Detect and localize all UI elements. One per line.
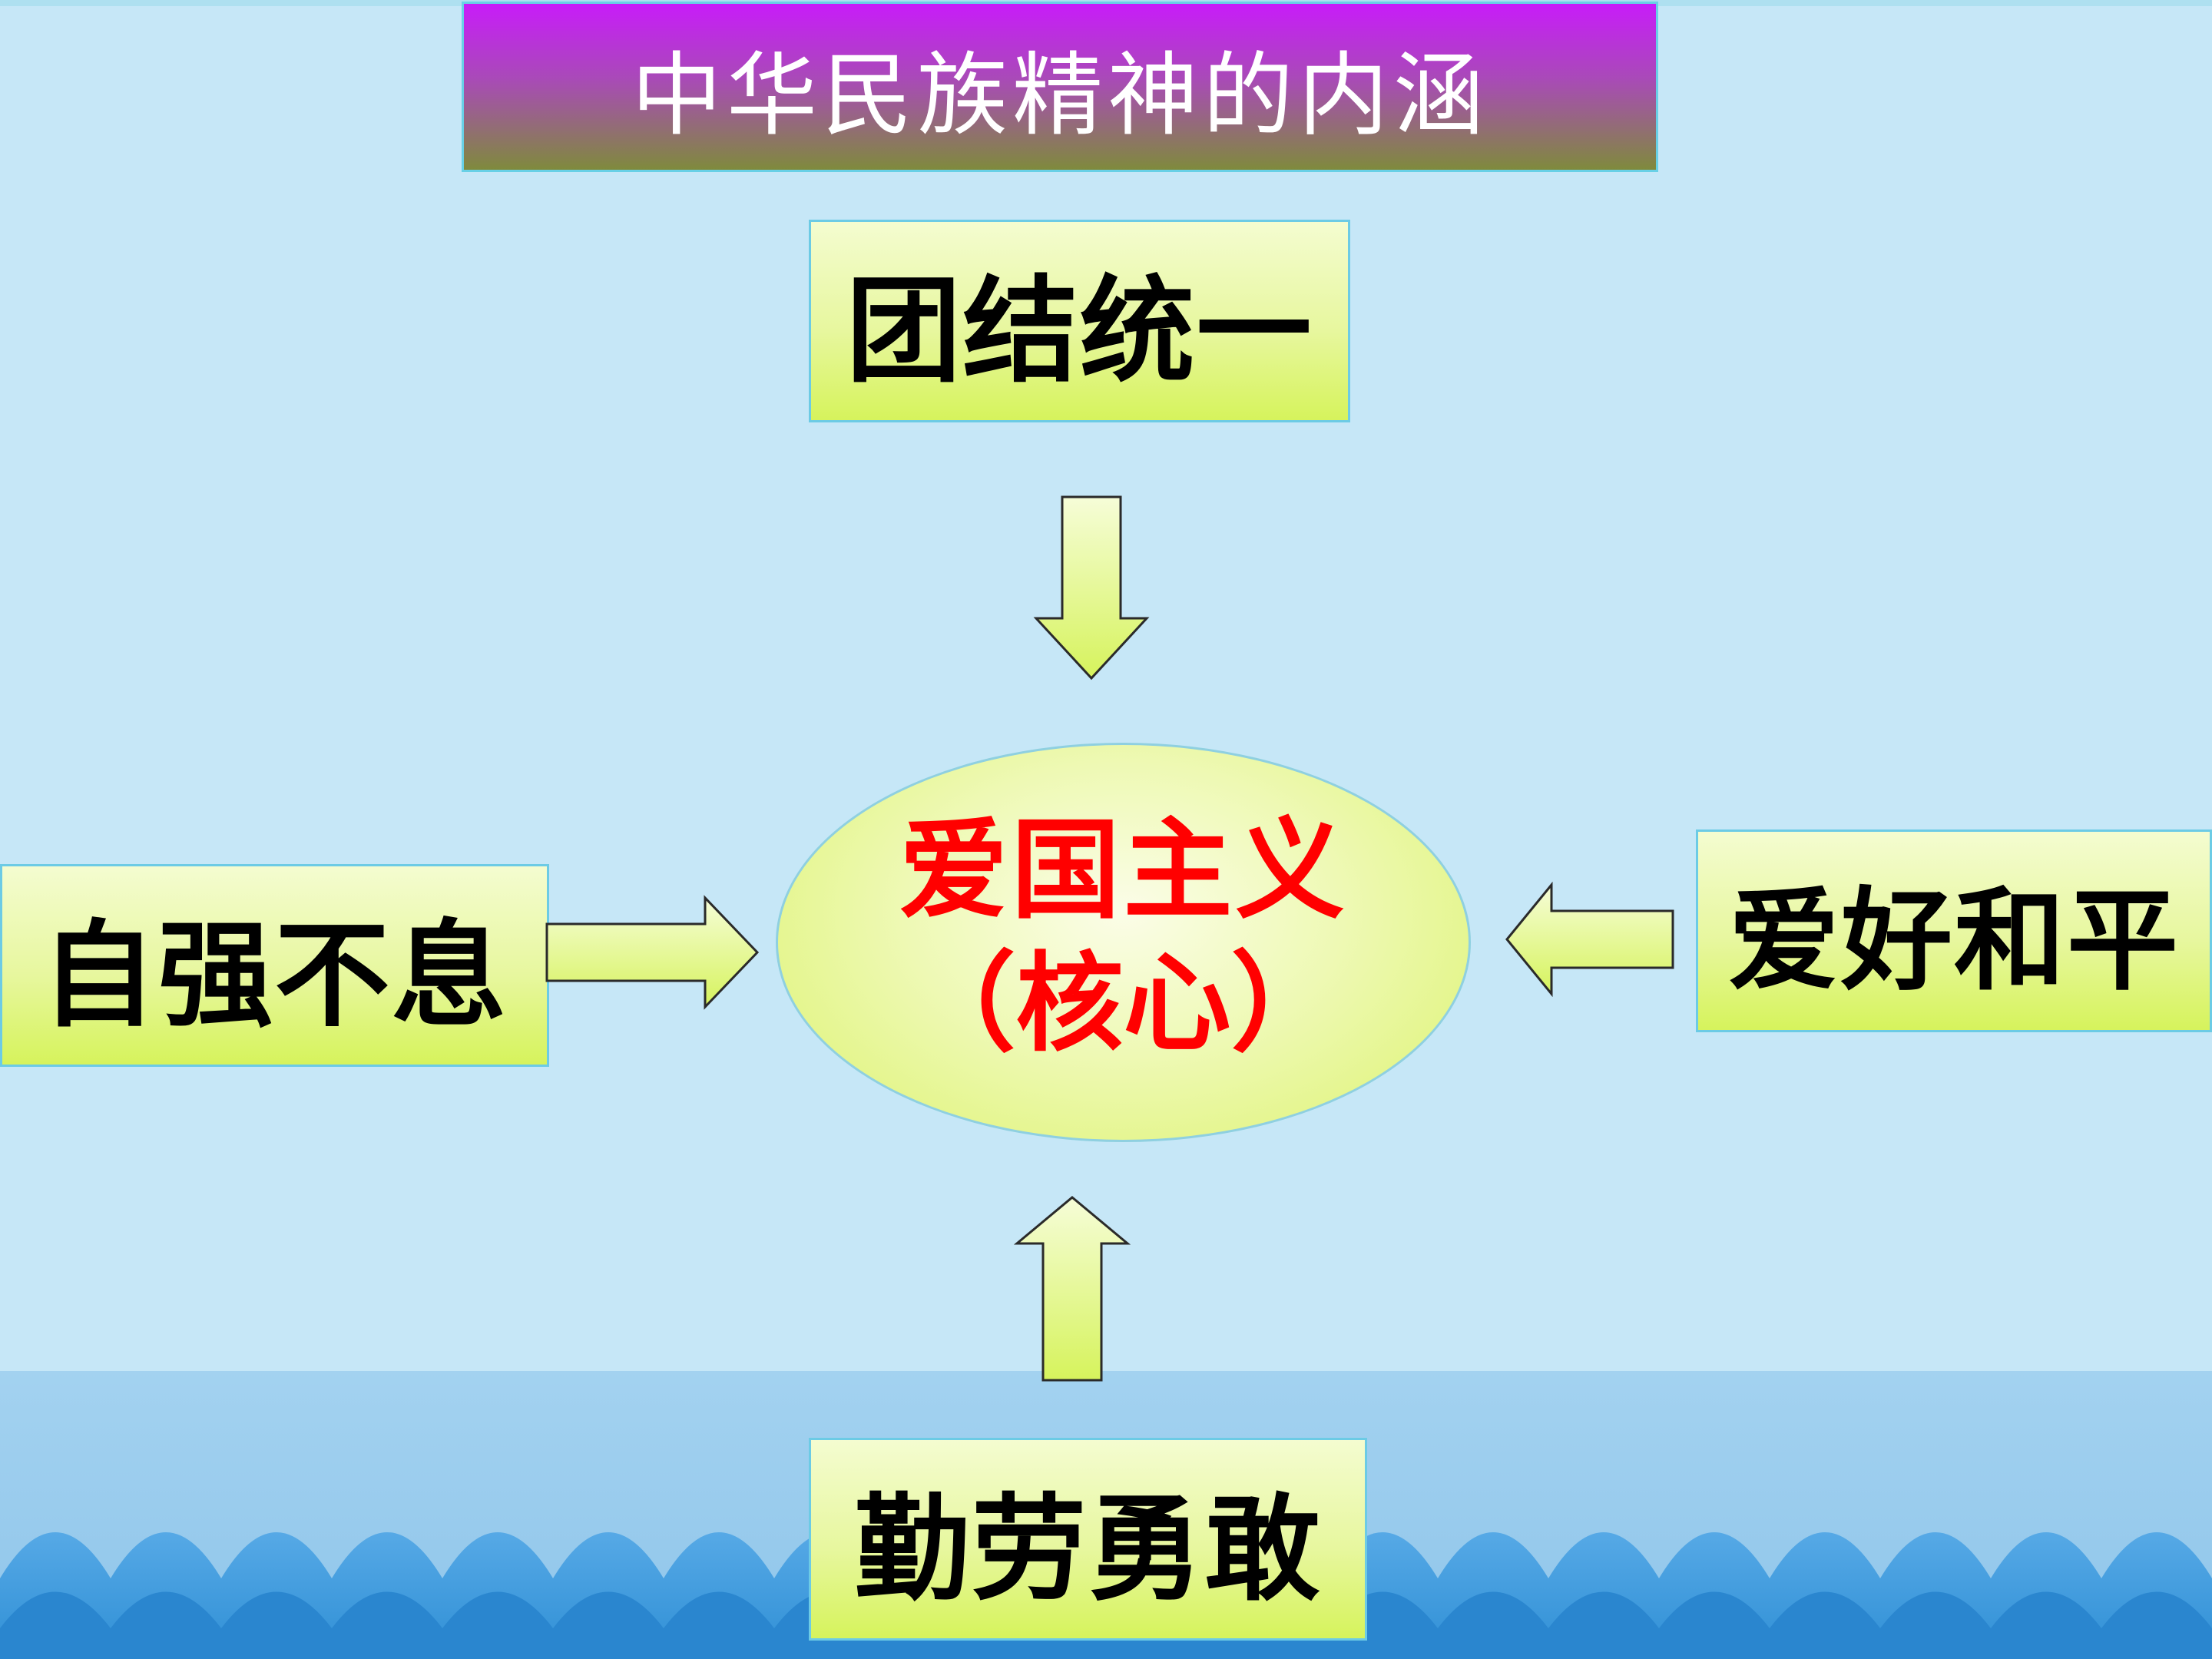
node-diligence: 勤劳勇敢 (809, 1438, 1367, 1641)
core-text: 爱国主义 （核心） (776, 803, 1471, 1070)
core-sublabel: （核心） (908, 942, 1339, 1067)
node-peace-label: 爱好和平 (1728, 876, 2180, 1006)
page-title: 中华民族精神的内涵 (631, 41, 1488, 148)
arrow-right-icon (545, 895, 760, 1010)
node-diligence-label: 勤劳勇敢 (854, 1482, 1322, 1617)
node-unity: 团结统一 (809, 220, 1350, 422)
core-ellipse (776, 743, 1471, 1142)
wave-decoration-front (0, 1591, 2212, 1659)
arrow-down-icon (1033, 495, 1150, 680)
arrow-left-icon (1505, 882, 1674, 997)
node-self-improvement: 自强不息 (0, 864, 549, 1067)
arrow-up-icon (1014, 1196, 1131, 1382)
node-peace: 爱好和平 (1696, 830, 2212, 1032)
node-unity-label: 团结统一 (846, 264, 1313, 399)
core-label: 爱国主义 (899, 807, 1348, 934)
title-banner: 中华民族精神的内涵 (462, 2, 1658, 172)
node-self-improvement-label: 自强不息 (41, 909, 508, 1043)
